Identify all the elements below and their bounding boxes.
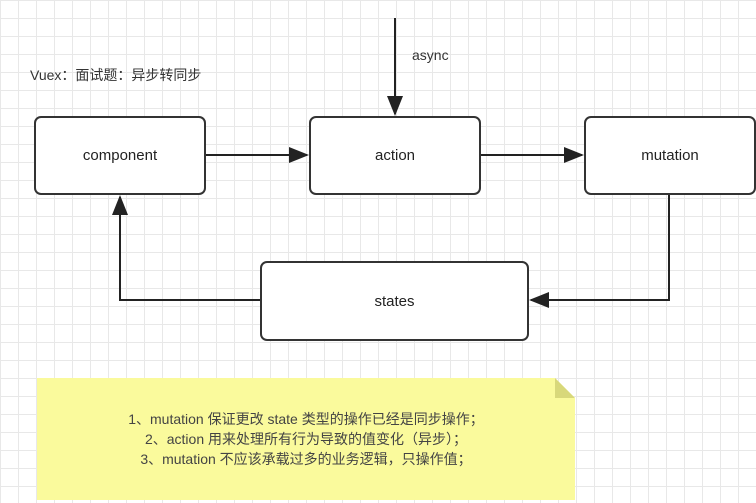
- component-node[interactable]: component: [34, 116, 206, 195]
- note-fold: [555, 378, 575, 398]
- mutation-label: mutation: [641, 147, 699, 164]
- async-label: async: [412, 47, 449, 63]
- states-label: states: [374, 292, 415, 310]
- mutation-to-states-arrow: [529, 195, 670, 308]
- action-label: action: [374, 147, 416, 164]
- note-line: 2、action 用来处理所有行为导致的值变化（异步）；: [144, 431, 468, 447]
- mutation-node[interactable]: mutation: [584, 116, 756, 195]
- note-shape: [37, 378, 575, 500]
- action-node[interactable]: action: [309, 116, 481, 195]
- component-label: component: [82, 147, 158, 164]
- states-to-component-arrow: [112, 195, 260, 301]
- diagram-title: Vuex：面试题：异步转同步: [30, 67, 202, 83]
- note-line: 1、mutation 保证更改 state 类型的操作已经是同步操作；: [128, 411, 484, 427]
- states-node[interactable]: states: [260, 261, 529, 341]
- note-line: 3、mutation 不应该承载过多的业务逻辑，只操作值；: [140, 451, 472, 467]
- note: 1、mutation 保证更改 state 类型的操作已经是同步操作； 2、ac…: [37, 378, 575, 500]
